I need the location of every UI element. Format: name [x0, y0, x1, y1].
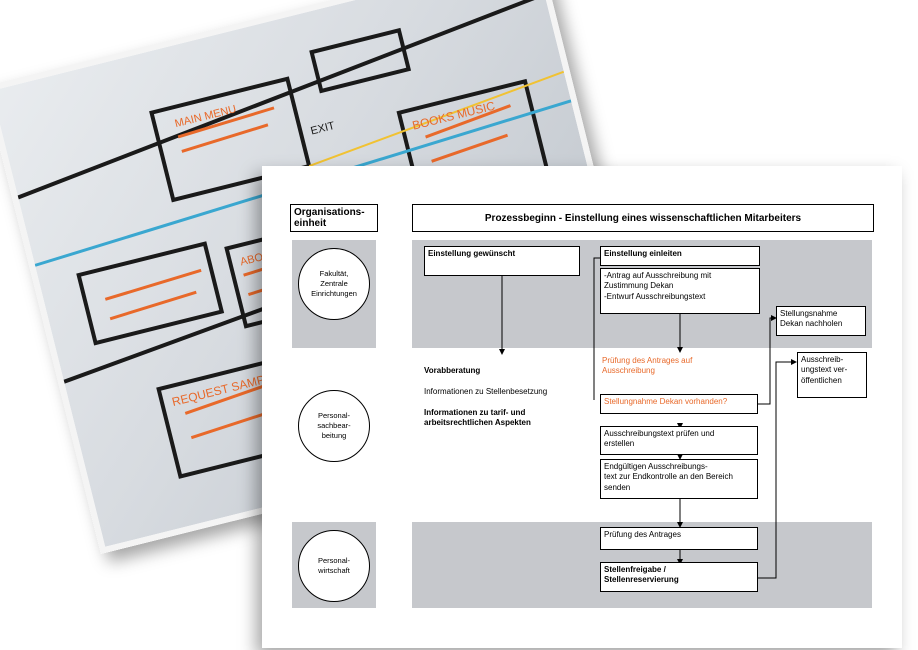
- role-personalwirtschaft: Personal- wirtschaft: [298, 530, 370, 602]
- flow-connectors: [499, 257, 797, 579]
- vorabberatung-line1: Informationen zu Stellenbesetzung: [424, 387, 548, 397]
- box-stellenfreigabe: Stellenfreigabe / Stellenreservierung: [600, 562, 758, 592]
- vorabberatung-line2: Informationen zu tarif- und arbeitsrecht…: [424, 407, 531, 428]
- box-ausschreibungstext-veroeffentlichen: Ausschreib- ungstext ver- öffentlichen: [797, 352, 867, 398]
- role-fakultaet: Fakultät, Zentrale Einrichtungen: [298, 248, 370, 320]
- sketch-box-main-menu: [149, 76, 312, 203]
- box-stellungnahme-vorhanden: Stellungnahme Dekan vorhanden?: [600, 394, 758, 414]
- box-endgueltigen-ausschreibungstext: Endgültigen Ausschreibungs- text zur End…: [600, 459, 758, 499]
- box-einstellung-einleiten: Einstellung einleiten: [600, 246, 760, 266]
- sketch-box-left: [76, 241, 225, 346]
- header-org-unit: Organisations- einheit: [290, 204, 378, 232]
- box-antrag-ausschreibung: -Antrag auf Ausschreibung mit Zustimmung…: [600, 268, 760, 314]
- box-einstellung-gewuenscht: Einstellung gewünscht: [424, 246, 580, 276]
- vorabberatung-block: Vorabberatung Informationen zu Stellenbe…: [424, 356, 592, 439]
- sketch-text-exit: EXIT: [309, 120, 336, 138]
- text-pruefung-antrag-ausschreibung: Prüfung des Antrages auf Ausschreibung: [602, 356, 693, 376]
- role-personalsachbearbeitung: Personal- sachbear- beitung: [298, 390, 370, 462]
- process-slide: Organisations- einheit Prozessbeginn - E…: [262, 166, 902, 648]
- sketch-box-top: [309, 27, 412, 94]
- vorabberatung-title: Vorabberatung: [424, 366, 481, 376]
- box-ausschreibungstext-pruefen: Ausschreibungstext prüfen und erstellen: [600, 426, 758, 455]
- header-process-title: Prozessbeginn - Einstellung eines wissen…: [412, 204, 874, 232]
- box-stellungnahme-nachholen: Stellungsnahme Dekan nachholen: [776, 306, 866, 336]
- box-pruefung-des-antrages: Prüfung des Antrages: [600, 527, 758, 550]
